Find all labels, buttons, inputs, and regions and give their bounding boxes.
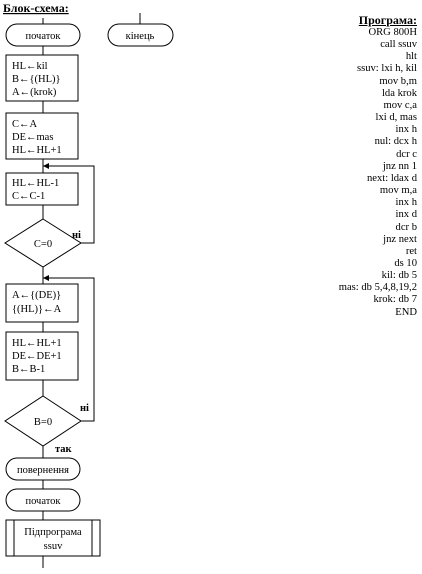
- block-line: C←A: [12, 119, 38, 130]
- branch-no-label: ні: [80, 403, 89, 414]
- return-terminator: [5, 457, 81, 481]
- block-line: B←B-1: [12, 364, 45, 375]
- program-line: jnz next: [383, 233, 417, 245]
- branch-no-label: ні: [72, 230, 81, 241]
- program-line: dcr c: [396, 148, 417, 160]
- block-line: C←C-1: [12, 191, 45, 202]
- block-line: DE←mas: [12, 132, 53, 143]
- arrowhead: [43, 163, 49, 169]
- program-line: END: [395, 306, 417, 318]
- block-line: {(HL)}←A: [12, 304, 62, 315]
- start-label-2: початок: [25, 496, 61, 507]
- program-title: Програма:: [358, 13, 417, 27]
- program-line: ds 10: [394, 257, 417, 269]
- subroutine-label-2: ssuv: [44, 541, 63, 552]
- arrowhead: [43, 275, 49, 281]
- decision-b-zero-label: B=0: [34, 417, 52, 428]
- program-line: kil: db 5: [381, 270, 417, 282]
- program-line: dcr b: [395, 221, 417, 233]
- program-line: next: ldax d: [366, 172, 417, 184]
- program-line: inx d: [395, 209, 417, 221]
- block-line: HL←kil: [12, 61, 48, 72]
- block-line: A←(krok): [12, 87, 57, 98]
- block-line: DE←DE+1: [12, 351, 62, 362]
- block-line: HL←HL-1: [12, 178, 59, 189]
- loop-line-2: [43, 277, 95, 422]
- program-line: inx h: [395, 197, 417, 209]
- loop-line-1: [43, 165, 95, 244]
- process-block-setup: [5, 112, 79, 160]
- subroutine-block: [5, 519, 101, 557]
- program-line: mas: db 5,4,8,19,2: [338, 282, 417, 294]
- end-terminator: [107, 23, 174, 47]
- program-line: jnz nn 1: [382, 160, 417, 172]
- flowchart-title: Блок-схема:: [3, 1, 69, 15]
- program-line: ssuv: lxi h, kil: [356, 63, 417, 75]
- start-terminator: [5, 23, 81, 47]
- program-line: mov c,a: [383, 99, 417, 111]
- program-line: lxi d, mas: [375, 112, 418, 124]
- process-block-copy: [5, 283, 79, 323]
- block-line: HL←HL+1: [12, 338, 62, 349]
- program-line: mov m,a: [379, 185, 417, 197]
- decision-c-zero-label: C=0: [34, 239, 52, 250]
- branch-yes-label: так: [55, 444, 73, 455]
- subroutine-label-1: Підпрограма: [24, 527, 82, 538]
- return-label: повернення: [17, 465, 69, 476]
- program-line: inx h: [395, 124, 417, 136]
- program-line: hlt: [405, 51, 417, 63]
- decision-c-zero: [4, 218, 82, 268]
- block-line: A←{(DE)}: [12, 290, 61, 301]
- decision-b-zero: [4, 395, 82, 447]
- block-line: B←{(HL)}: [12, 74, 61, 85]
- process-block-increment: [5, 331, 79, 381]
- program-line: krok: db 7: [373, 294, 417, 306]
- program-line: nul: dcx h: [374, 136, 417, 148]
- program-line: mov b,m: [379, 75, 417, 87]
- start-label: початок: [25, 31, 61, 42]
- end-label: кінець: [126, 31, 155, 42]
- process-block-init: [5, 54, 79, 102]
- start-terminator-2: [5, 488, 81, 512]
- process-block-decrement: [5, 172, 79, 206]
- program-line: lda krok: [381, 87, 417, 99]
- program-line: ORG 800H: [368, 27, 417, 38]
- block-line: HL←HL+1: [12, 145, 62, 156]
- program-line: ret: [405, 245, 417, 257]
- program-line: call ssuv: [380, 39, 417, 51]
